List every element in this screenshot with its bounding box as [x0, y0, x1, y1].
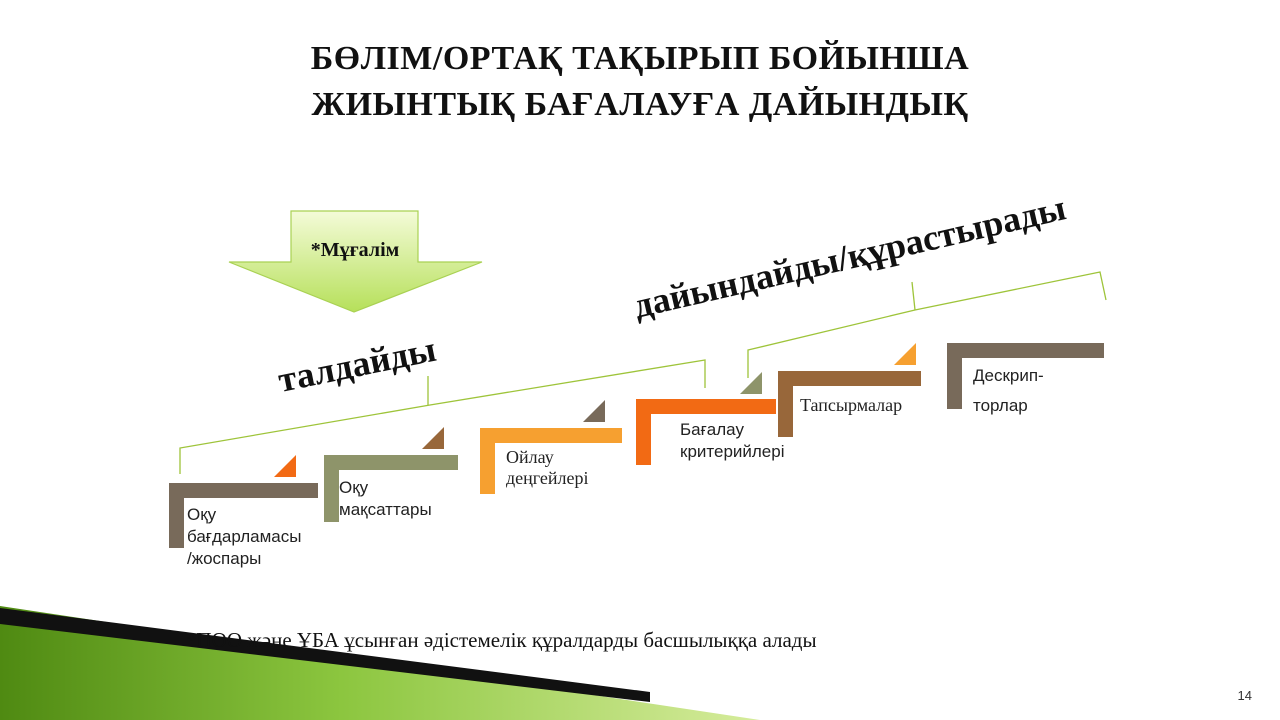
svg-text:Бағалау критерийлері: Бағалау критерийлері — [680, 420, 785, 461]
svg-text:Ойлау деңгейлері: Ойлау деңгейлері — [506, 447, 589, 488]
step-2-label-line-1: Оқу — [339, 478, 369, 497]
step-6-label-line-1: Дескрип- — [973, 366, 1044, 385]
step-5-bar — [778, 371, 921, 437]
step-3: Ойлау деңгейлері — [480, 400, 622, 494]
step-6-bar — [947, 343, 1104, 409]
step-1-accent — [274, 455, 296, 477]
step-4: Бағалау критерийлері — [636, 372, 785, 465]
teacher-arrow-shape — [228, 210, 483, 313]
black-wedge-decoration — [0, 608, 650, 702]
svg-text:Оқу бағдарламасы /: Оқу бағдарламасы /жоспары — [187, 505, 306, 568]
step-1-label-line-1: Оқу — [187, 505, 217, 524]
step-1-label-line-3: /жоспары — [187, 549, 261, 568]
svg-text:Оқу мақсаттары: Оқу мақсаттары — [339, 478, 432, 519]
page-number: 14 — [1237, 688, 1252, 703]
step-6-label-line-2: торлар — [973, 396, 1028, 415]
slide-title-line-2: ЖИЫНТЫҚ БАҒАЛАУҒА ДАЙЫНДЫҚ — [311, 86, 969, 123]
step-5: Тапсырмалар — [778, 343, 921, 437]
analyze-label: талдайды — [275, 329, 440, 400]
step-2: Оқу мақсаттары — [324, 427, 458, 522]
teacher-arrow: *Мұғалім — [228, 210, 483, 313]
step-4-label-line-1: Бағалау — [680, 420, 744, 439]
teacher-arrow-label: *Мұғалім — [311, 239, 400, 261]
step-6: Дескрип- торлар — [947, 343, 1104, 415]
step-1-bar — [169, 483, 318, 548]
step-3-accent — [583, 400, 605, 422]
step-2-accent — [422, 427, 444, 449]
svg-text:Тапсырмалар: Тапсырмалар — [800, 395, 902, 415]
step-2-bar — [324, 455, 458, 522]
prepare-bracket — [747, 271, 1107, 378]
step-3-label-line-2: деңгейлері — [506, 468, 589, 488]
step-1: Оқу бағдарламасы /жоспары — [169, 455, 318, 568]
slide-title: БӨЛІМ/ОРТАҚ ТАҚЫРЫП БОЙЫНША ЖИЫНТЫҚ БАҒА… — [0, 36, 1280, 128]
step-5-label-line-1: Тапсырмалар — [800, 395, 902, 415]
svg-text:Дескрип- торлар: Дескрип- торлар — [973, 366, 1048, 415]
step-1-label-line-2: бағдарламасы — [187, 527, 301, 546]
step-4-bar — [636, 399, 776, 465]
footnote: *ПӨО және ҰБА ұсынған әдістемелік құралд… — [186, 628, 817, 652]
analyze-bracket — [179, 359, 706, 474]
step-3-bar — [480, 428, 622, 494]
prepare-label: дайындайды/құрастырады — [630, 187, 1070, 325]
step-4-accent — [740, 372, 762, 394]
step-4-label-line-2: критерийлері — [680, 442, 785, 461]
step-2-label-line-2: мақсаттары — [339, 500, 432, 519]
step-3-label-line-1: Ойлау — [506, 447, 554, 467]
slide-title-line-1: БӨЛІМ/ОРТАҚ ТАҚЫРЫП БОЙЫНША — [310, 40, 970, 77]
step-5-accent — [894, 343, 916, 365]
